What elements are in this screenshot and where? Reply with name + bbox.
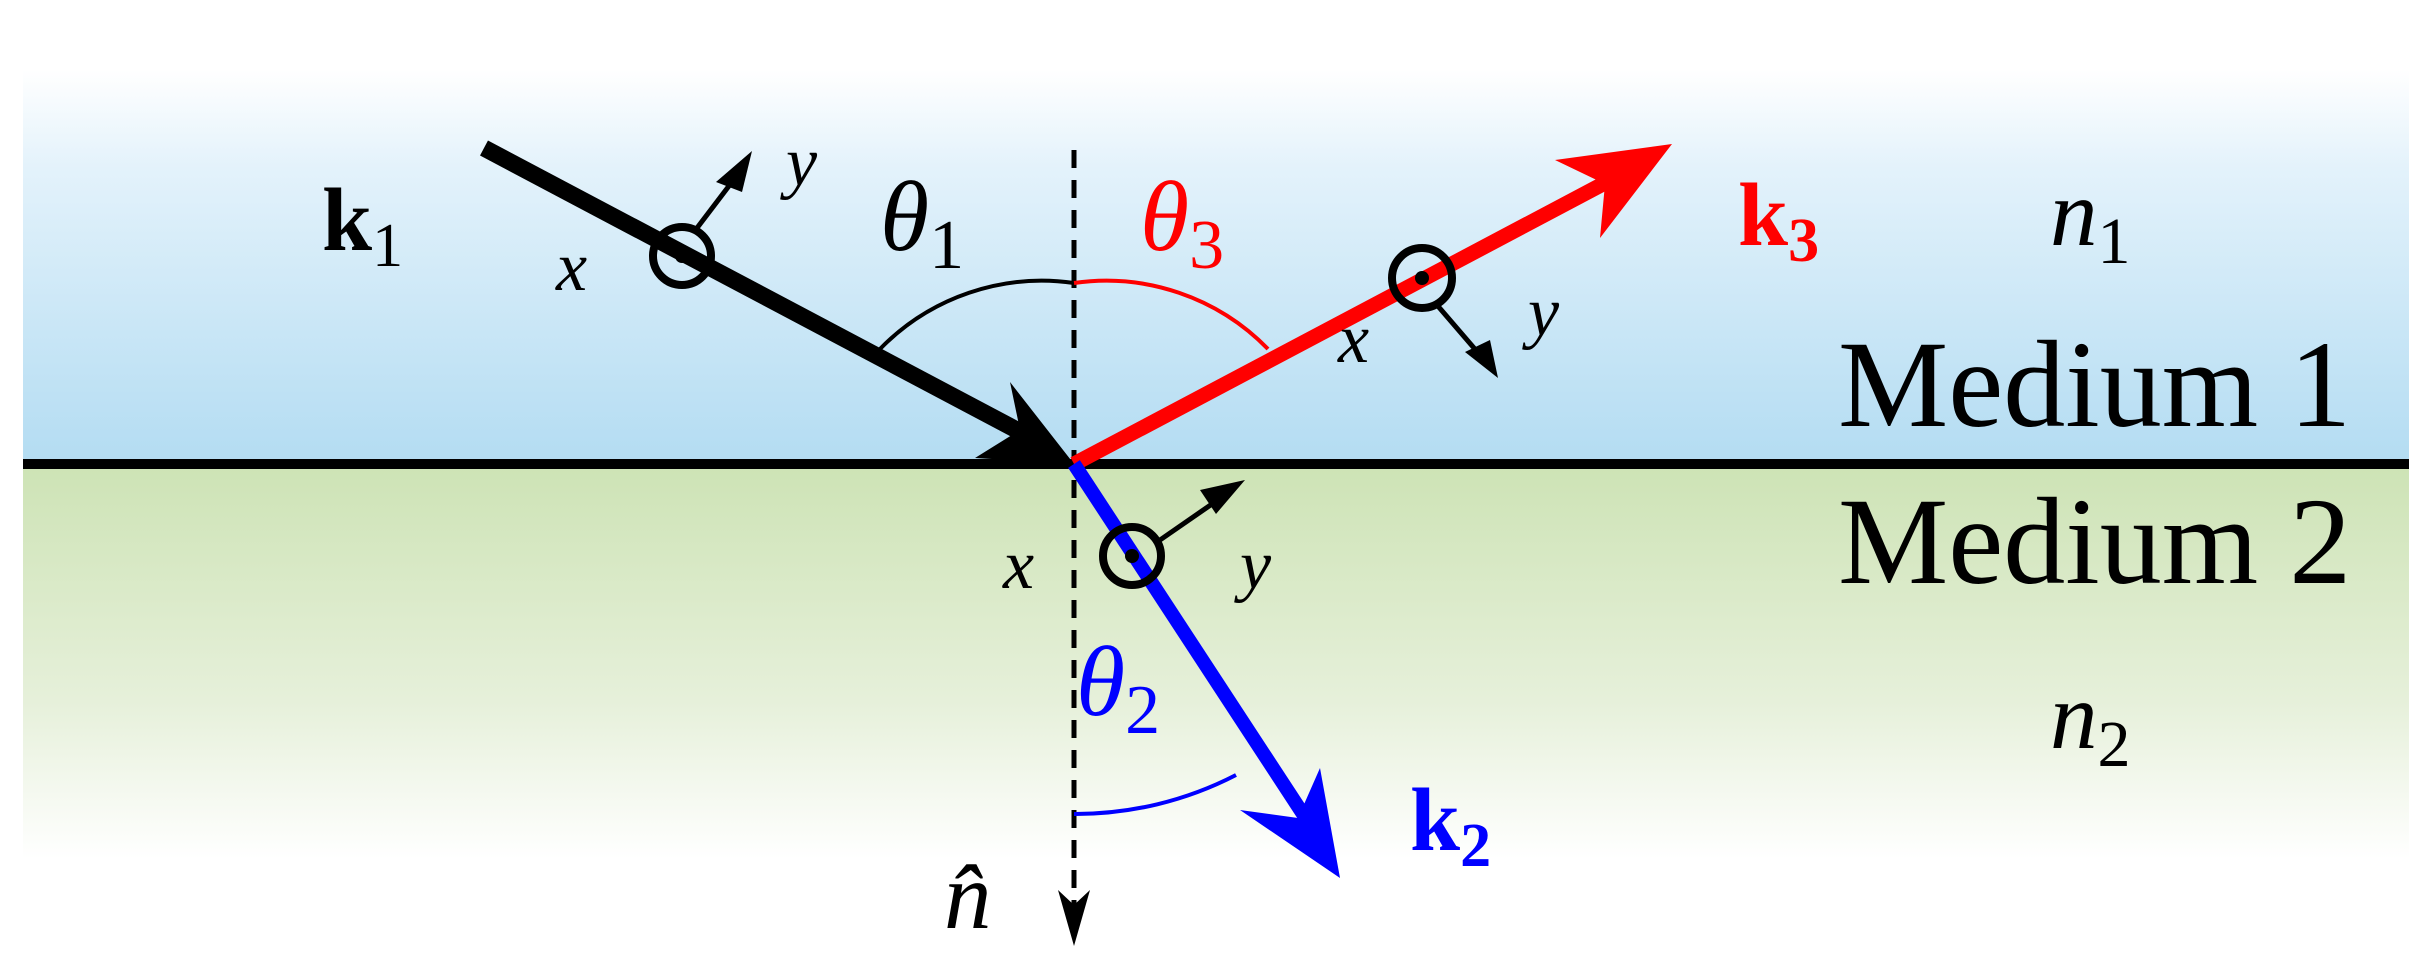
incident-x-label: x — [555, 229, 587, 306]
medium-2-region — [23, 464, 2409, 859]
reflected-x-label: x — [1337, 301, 1369, 378]
transmitted-x-label: x — [1002, 527, 1034, 604]
medium-1-label: Medium 1 — [1838, 316, 2351, 453]
n1-label: n1 — [2050, 160, 2131, 278]
theta2-arc — [1073, 773, 1237, 817]
incident-arrowhead — [975, 382, 1074, 464]
transmitted-y-label: y — [1234, 527, 1272, 604]
incident-y-label: y — [780, 124, 818, 201]
k3-label: k3 — [1738, 166, 1819, 275]
reflected-y-label: y — [1522, 274, 1560, 351]
theta1-label: θ1 — [880, 161, 964, 284]
normal-arrowhead — [1058, 890, 1090, 946]
theta1-arc — [878, 278, 1075, 351]
theta3-arc — [1073, 278, 1270, 351]
transmitted-arrowhead — [1240, 768, 1340, 878]
medium-1-region — [23, 70, 2409, 464]
normal-label: n̂ — [944, 843, 992, 949]
medium-2-label: Medium 2 — [1838, 473, 2351, 610]
incident-wave-vector — [480, 140, 1034, 445]
reflected-polarization-marker — [1388, 244, 1498, 378]
theta3-label: θ3 — [1140, 161, 1224, 284]
k2-label: k2 — [1410, 771, 1491, 880]
reflected-wave-vector — [1070, 168, 1624, 471]
n2-label: n2 — [2050, 663, 2131, 781]
k1-label: k1 — [322, 171, 403, 280]
transmitted-wave-vector — [1068, 460, 1326, 844]
theta2-label: θ2 — [1076, 626, 1160, 749]
transmitted-polarization-marker — [1099, 480, 1245, 589]
incident-polarization-marker — [649, 151, 752, 289]
reflected-arrowhead — [1555, 144, 1672, 238]
